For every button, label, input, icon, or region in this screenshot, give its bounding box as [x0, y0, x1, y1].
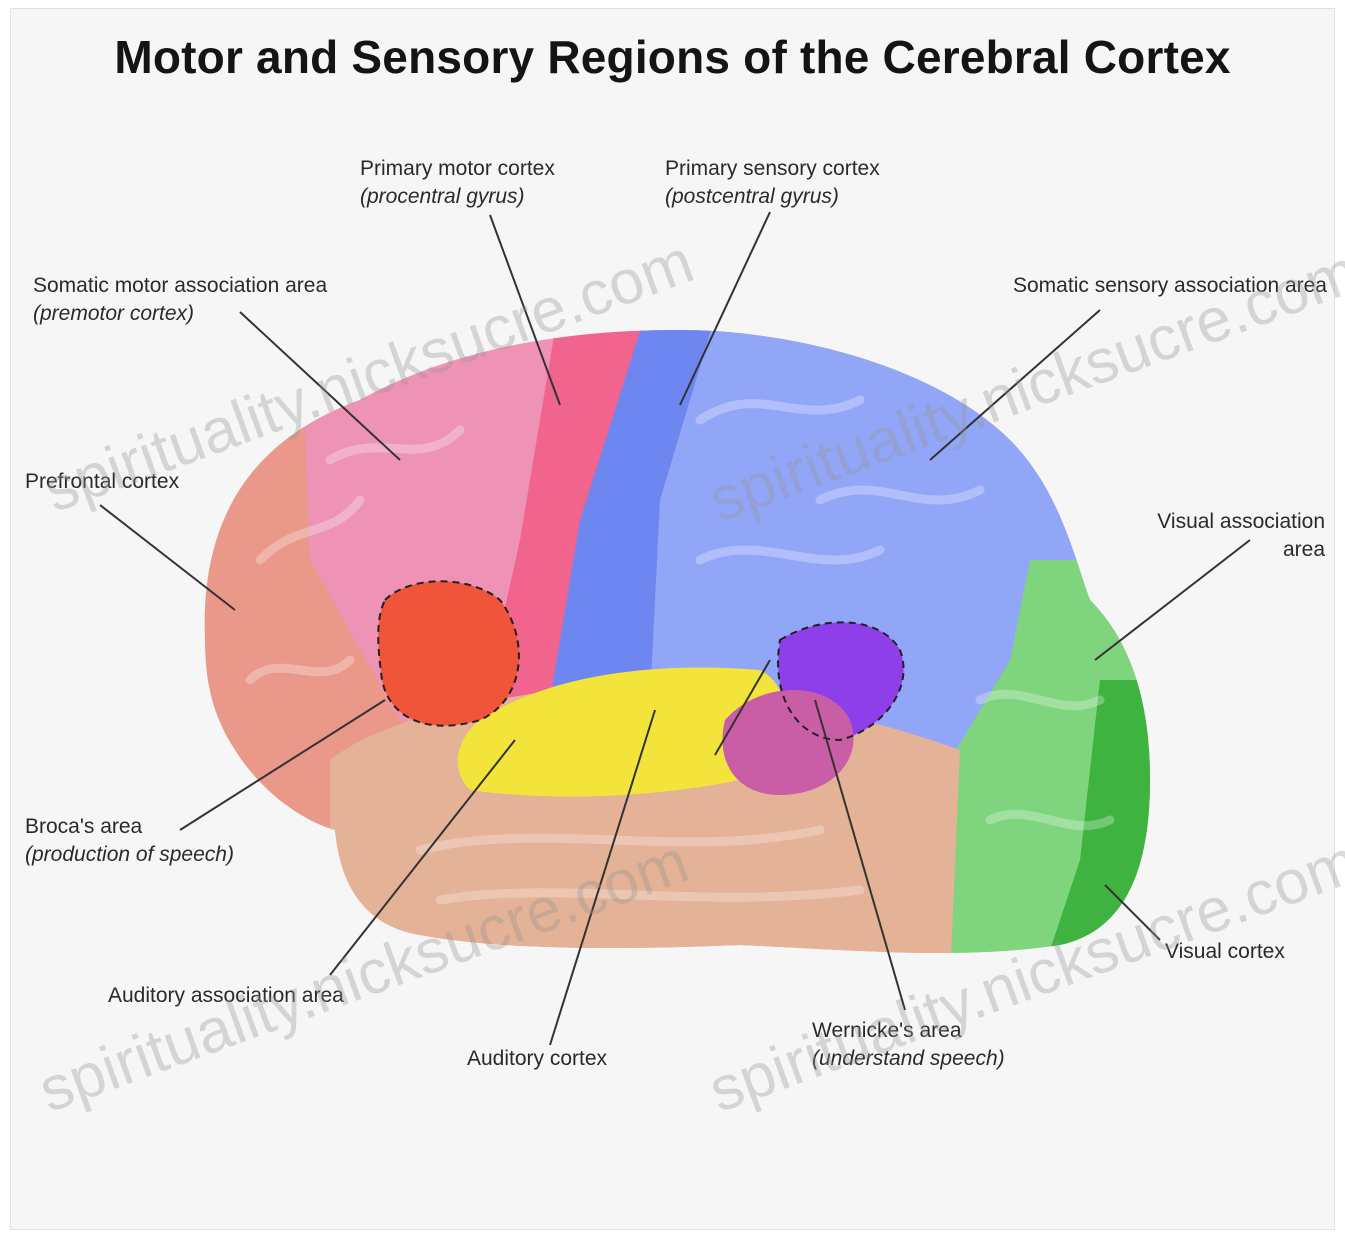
label-visual-association: Visual association area [1157, 508, 1325, 564]
label-primary-sensory-line2: (postcentral gyrus) [665, 183, 880, 211]
label-primary-motor-line1: Primary motor cortex [360, 157, 555, 180]
label-auditory-association-line1: Auditory association area [108, 984, 344, 1007]
label-visual-cortex: Visual cortex [1165, 938, 1285, 966]
label-visual-cortex-line1: Visual cortex [1165, 940, 1285, 963]
label-broca: Broca's area (production of speech) [25, 813, 234, 869]
broca-region [378, 581, 519, 725]
label-visual-association-line2: area [1157, 536, 1325, 564]
label-primary-sensory-line1: Primary sensory cortex [665, 157, 880, 180]
label-somatic-motor: Somatic motor association area (premotor… [33, 272, 327, 328]
label-primary-motor: Primary motor cortex (procentral gyrus) [360, 155, 555, 211]
label-primary-motor-line2: (procentral gyrus) [360, 183, 555, 211]
label-auditory-cortex: Auditory cortex [467, 1045, 607, 1073]
label-somatic-sensory: Somatic sensory association area [1013, 272, 1327, 300]
label-broca-line1: Broca's area [25, 815, 142, 838]
label-prefrontal: Prefrontal cortex [25, 468, 179, 496]
label-wernicke-line1: Wernicke's area [812, 1019, 962, 1042]
label-prefrontal-line1: Prefrontal cortex [25, 470, 179, 493]
label-primary-sensory: Primary sensory cortex (postcentral gyru… [665, 155, 880, 211]
label-wernicke: Wernicke's area (understand speech) [812, 1017, 1005, 1073]
leader-somatic-sensory [930, 310, 1100, 460]
label-somatic-motor-line1: Somatic motor association area [33, 274, 327, 297]
label-visual-association-line1: Visual association [1157, 508, 1325, 536]
label-somatic-sensory-line1: Somatic sensory association area [1013, 274, 1327, 297]
label-auditory-association: Auditory association area [108, 982, 344, 1010]
label-auditory-cortex-line1: Auditory cortex [467, 1047, 607, 1070]
label-broca-line2: (production of speech) [25, 841, 234, 869]
label-wernicke-line2: (understand speech) [812, 1045, 1005, 1073]
label-somatic-motor-line2: (premotor cortex) [33, 300, 327, 328]
